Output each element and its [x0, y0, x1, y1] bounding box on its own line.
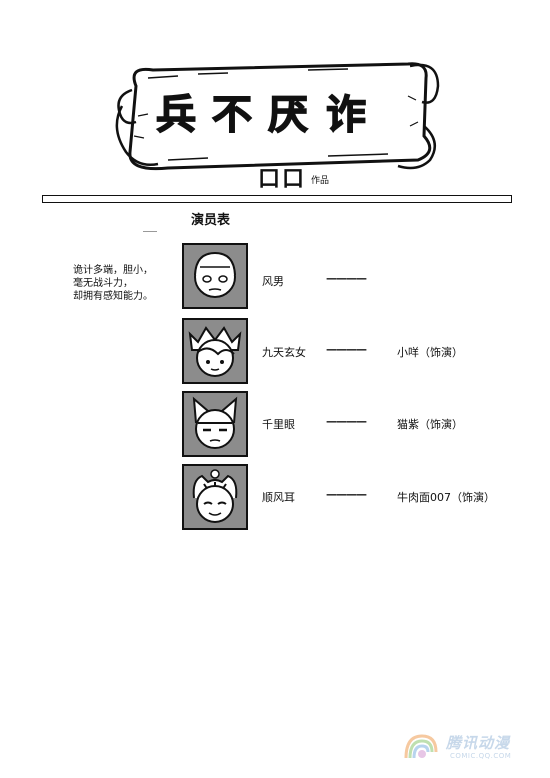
- title-char-3: 厌: [267, 91, 309, 139]
- actor-credit: 小咩（饰演）: [397, 346, 463, 359]
- rainbow-logo-icon: [404, 734, 438, 759]
- role-separator: ————: [326, 488, 367, 501]
- helmet-boy-portrait: [182, 243, 248, 309]
- actor-credit: 猫紫（饰演）: [397, 418, 463, 431]
- tiara-girl-portrait: [182, 318, 248, 384]
- watermark-brand: 腾讯动漫: [446, 734, 511, 752]
- pen-mark: [143, 231, 157, 232]
- watermark: 腾讯动漫 COMIC.QQ.COM: [402, 728, 542, 768]
- role-separator: ————: [326, 415, 367, 428]
- title-char-2: 不: [211, 91, 253, 139]
- tiger-hat-boy-portrait: [182, 464, 248, 530]
- watermark-url: COMIC.QQ.COM: [450, 752, 512, 760]
- header-divider: [42, 195, 512, 203]
- title-char-4: 诈: [325, 91, 367, 139]
- cat-ear-boy-portrait: [182, 391, 248, 457]
- role-separator: ————: [326, 343, 367, 356]
- role-name: 顺风耳: [262, 491, 295, 504]
- actor-credit: 牛肉面007（饰演）: [397, 491, 495, 504]
- author-name: 口口: [258, 167, 307, 192]
- role-separator: ————: [326, 272, 367, 285]
- character-description: 诡计多端，胆小， 毫无战斗力， 却拥有感知能力。: [73, 265, 153, 302]
- title-scroll-banner: [108, 56, 443, 174]
- author-suffix: 作品: [311, 176, 330, 186]
- title-char-1: 兵: [155, 91, 197, 139]
- scroll-icon: [115, 62, 440, 171]
- role-name: 千里眼: [262, 418, 295, 431]
- role-name: 风男: [262, 275, 284, 288]
- cast-list-title: 演员表: [191, 213, 231, 228]
- role-name: 九天玄女: [262, 346, 306, 359]
